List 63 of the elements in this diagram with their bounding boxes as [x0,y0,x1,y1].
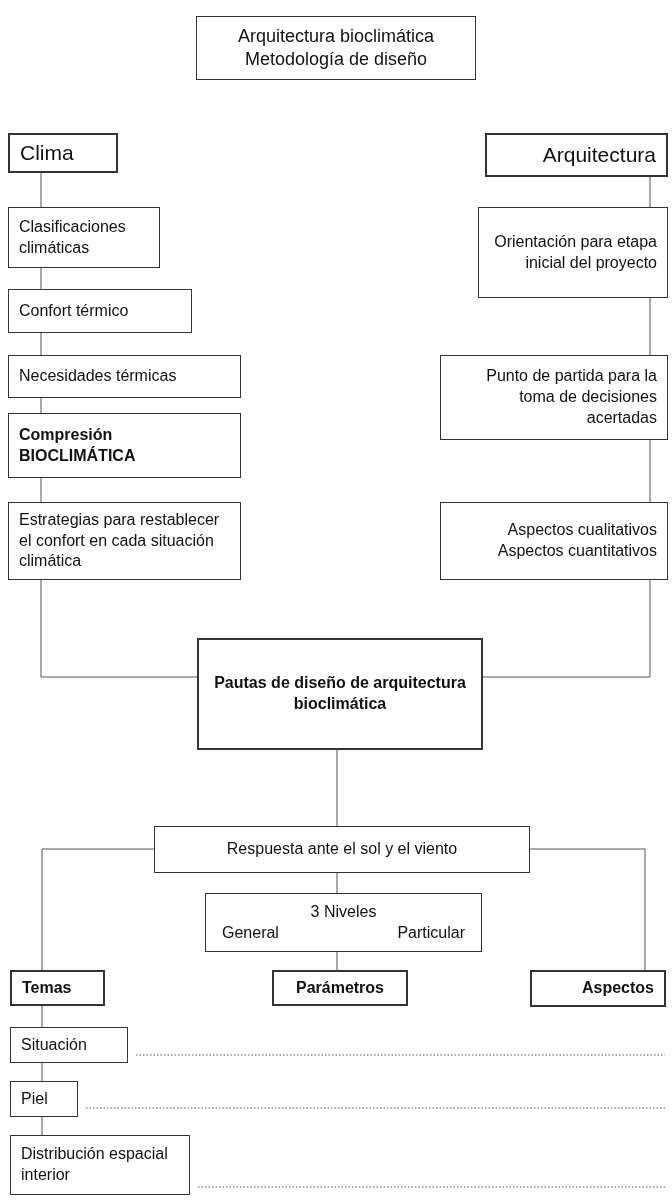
box-text: Confort térmico [19,300,130,321]
box-text: Estrategias para restablecer el confort en cada situación climática [19,509,221,572]
process-box [10,970,105,1006]
process-box [8,413,241,478]
dotted-line [197,1186,666,1188]
connector-line [40,332,42,356]
box-text: Aspectos cualitativos [506,520,657,541]
box-text: Temas [22,977,73,998]
box-text: Clima [20,140,75,167]
connector-line [649,297,651,356]
connector-line [40,397,42,414]
process-box [10,1027,128,1063]
box-text: Respuesta ante el sol y el viento [225,839,459,860]
box-text: Necesidades térmicas [19,366,178,387]
box-text: Pautas de diseño de arquitectura bioclimática [213,673,467,714]
process-box [8,133,118,173]
process-box [8,502,241,580]
process-box [272,970,408,1006]
connector-line [336,749,338,827]
process-box [8,355,241,398]
box-text: Orientación para etapa inicial del proyecto [493,231,657,273]
process-box [530,970,666,1007]
level-label: General [222,922,279,943]
connector-line [41,1005,43,1028]
box-text: Arquitectura [541,142,656,169]
box-text: Compresión BIOCLIMÁTICA [19,424,137,466]
dotted-line [85,1107,666,1109]
process-box [8,289,192,333]
connector-line [41,848,155,971]
box-text: Aspectos cuantitativos [496,541,657,561]
box-text: Parámetros [294,977,385,998]
process-box [440,355,668,440]
process-box [197,638,483,750]
process-box [8,207,160,268]
process-box [10,1081,78,1117]
connector-line [336,872,338,894]
box-text: Distribución espacial interior [21,1144,169,1185]
title-box: Arquitectura bioclimática Metodología de diseño [196,16,476,80]
box-text: Aspectos [580,978,654,999]
connector-line [529,848,646,971]
connector-line [41,1062,43,1082]
connector-line [649,439,651,503]
connector-line [649,176,651,208]
process-box [440,502,668,580]
process-box [10,1135,190,1195]
connector-line [40,477,42,503]
connector-line [40,267,42,290]
dotted-line [135,1054,666,1056]
process-box [154,826,530,873]
process-box [478,207,668,298]
box-text: Clasificaciones climáticas [19,216,127,258]
connector-line [40,579,198,678]
connector-line [40,172,42,208]
box-heading: 3 Niveles [309,901,378,922]
level-label: Particular [397,922,465,943]
box-text: Situación [21,1034,88,1055]
box-text: Punto de partida para la toma de decisiones acertadas [485,366,657,428]
connector-line [41,1116,43,1136]
process-box [485,133,668,177]
connector-line [336,951,338,971]
box-text: Piel [21,1088,49,1109]
process-box [205,893,482,952]
connector-line [482,579,651,678]
